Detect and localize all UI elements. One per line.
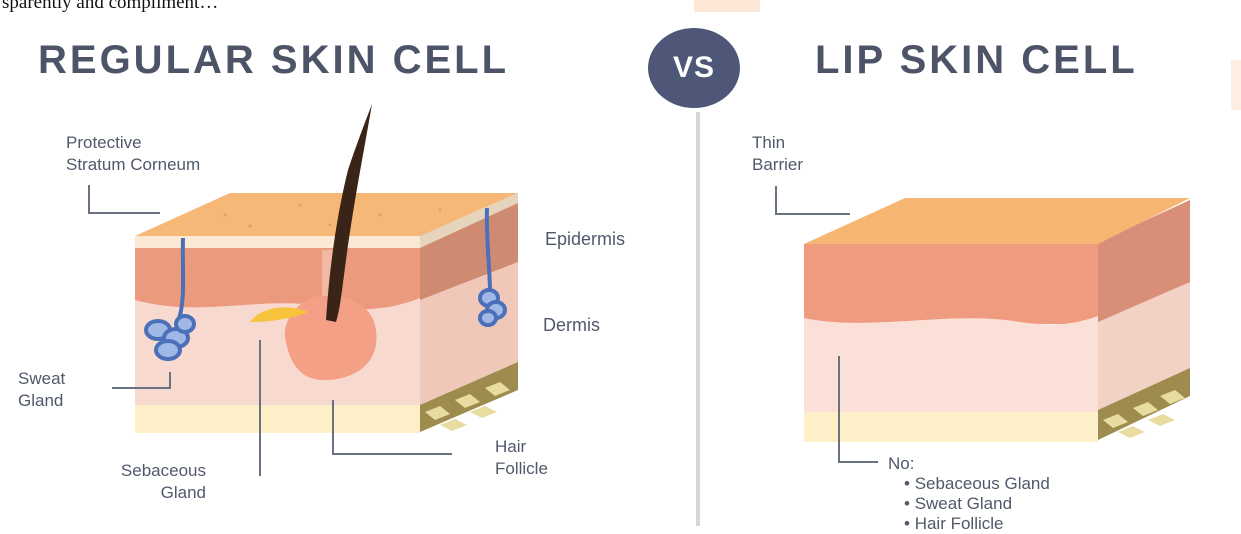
label-no: No: (888, 453, 914, 475)
label-dermis: Dermis (543, 314, 600, 336)
label-stratum-corneum: Protective Stratum Corneum (66, 132, 200, 176)
label-sebaceous-gland: Sebaceous Gland (70, 460, 206, 504)
label-sweat-gland: Sweat Gland (18, 368, 65, 412)
label-epidermis: Epidermis (545, 228, 625, 250)
list-item: Sebaceous Gland (904, 474, 1050, 494)
fat-layer (135, 405, 420, 433)
missing-structures-list: Sebaceous Gland Sweat Gland Hair Follicl… (904, 474, 1050, 534)
lip-dermis (804, 316, 1098, 414)
label-thin-barrier: Thin Barrier (752, 132, 803, 176)
lip-epidermis (804, 244, 1098, 324)
lip-fat-layer (804, 412, 1098, 442)
lip-skin-block (804, 198, 1190, 442)
epidermis-layer (135, 248, 420, 310)
list-item: Hair Follicle (904, 514, 1050, 534)
label-hair-follicle: Hair Follicle (495, 436, 548, 480)
list-item: Sweat Gland (904, 494, 1050, 514)
stratum-strip (135, 236, 420, 248)
